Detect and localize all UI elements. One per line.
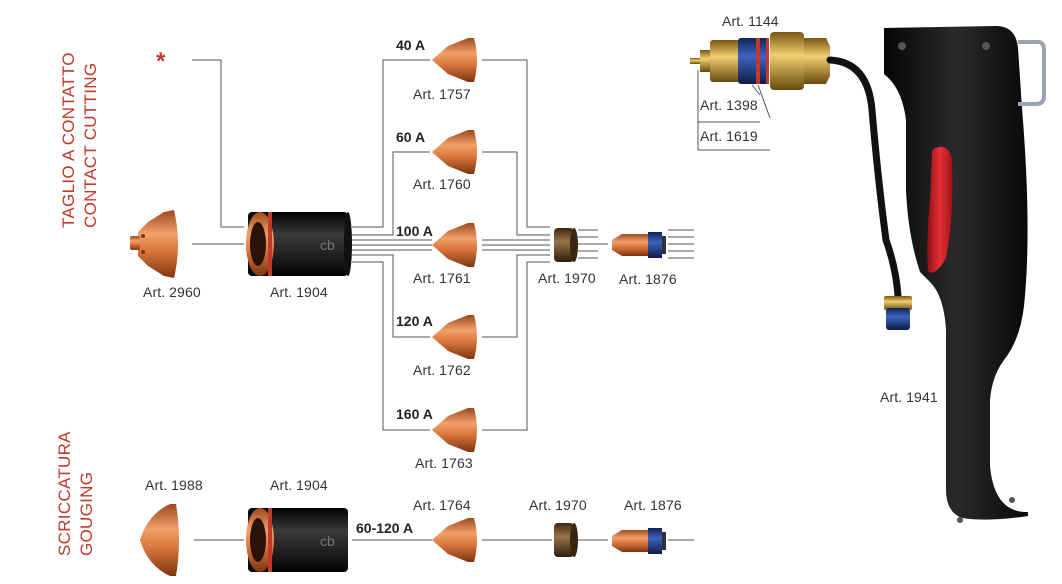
nozzle-1757-icon <box>432 38 477 82</box>
part-label-1904: Art. 1904 <box>270 284 328 300</box>
nozzle-1762-icon <box>432 315 477 359</box>
current-label-120a: 120 A <box>396 313 433 329</box>
part-label-1757: Art. 1757 <box>413 86 471 102</box>
part-label-1970-gouging: Art. 1970 <box>529 497 587 513</box>
torch-head-1144-icon <box>690 32 830 90</box>
swirl-ring-1970-icon <box>554 228 578 262</box>
svg-text:cb: cb <box>320 533 335 549</box>
torch-handle-1941-icon <box>884 26 1046 523</box>
part-label-1763: Art. 1763 <box>415 455 473 471</box>
part-label-1988: Art. 1988 <box>145 477 203 493</box>
part-label-1904-gouging: Art. 1904 <box>270 477 328 493</box>
part-label-1762: Art. 1762 <box>413 362 471 378</box>
cable-fitting-icon <box>884 296 912 330</box>
current-label-40a: 40 A <box>396 37 426 53</box>
nozzle-1761-icon <box>432 223 477 267</box>
part-label-2960: Art. 2960 <box>143 284 201 300</box>
retaining-cap-1904-icon: cb <box>246 212 352 276</box>
electrode-1876-icon <box>612 232 666 258</box>
part-label-1876-gouging: Art. 1876 <box>624 497 682 513</box>
gouging-title-it: SCRICCATURA <box>55 431 74 556</box>
part-label-1760: Art. 1760 <box>413 176 471 192</box>
torch-cable-icon <box>826 56 902 300</box>
part-label-1398: Art. 1398 <box>700 97 758 113</box>
current-label-60a: 60 A <box>396 129 426 145</box>
connector-lines <box>192 59 771 541</box>
current-label-100a: 100 A <box>396 223 433 239</box>
nozzle-1760-icon <box>432 130 477 174</box>
current-label-60-120a: 60-120 A <box>356 520 414 536</box>
cutting-title-en: CONTACT CUTTING <box>81 62 100 228</box>
swirl-ring-1970-gouging-icon <box>554 523 578 557</box>
part-label-1761: Art. 1761 <box>413 270 471 286</box>
cutting-title-it: TAGLIO A CONTATTO <box>59 52 78 228</box>
part-label-1144: Art. 1144 <box>722 13 779 29</box>
part-label-1876: Art. 1876 <box>619 271 677 287</box>
nozzle-1764-icon <box>432 518 477 562</box>
contact-cutting-marker: * <box>156 48 166 75</box>
current-label-160a: 160 A <box>396 406 433 422</box>
part-label-1619: Art. 1619 <box>700 128 758 144</box>
retaining-cap-1904-gouging-icon: cb <box>246 508 348 572</box>
nozzle-1763-icon <box>432 408 477 452</box>
gouging-title-en: GOUGING <box>77 471 96 556</box>
shield-cap-2960-icon <box>130 210 178 278</box>
electrode-1876-gouging-icon <box>612 528 666 554</box>
part-label-1970: Art. 1970 <box>538 270 596 286</box>
shield-cap-1988-icon <box>140 504 179 576</box>
part-label-1764: Art. 1764 <box>413 497 471 513</box>
part-label-1941: Art. 1941 <box>880 389 938 405</box>
svg-text:cb: cb <box>320 237 335 253</box>
